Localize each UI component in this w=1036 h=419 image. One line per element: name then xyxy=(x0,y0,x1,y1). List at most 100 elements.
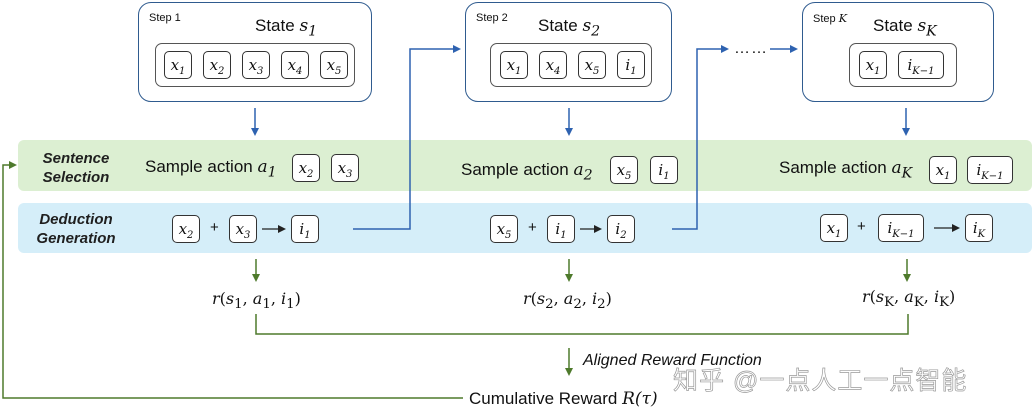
action-token: iK−1 xyxy=(967,156,1013,184)
state-var-name: s xyxy=(299,16,309,36)
token-var: i xyxy=(555,220,561,238)
token-var: i xyxy=(625,56,631,74)
token-var: x xyxy=(935,161,945,179)
token-var: x xyxy=(287,56,297,74)
token-sub: 2 xyxy=(187,230,194,241)
reward-arg-sub: 2 xyxy=(545,297,554,313)
token-var: x xyxy=(826,219,836,237)
state-title-text: State xyxy=(873,16,913,35)
cumulative-reward-math: R(τ) xyxy=(622,389,658,409)
token-var: i xyxy=(658,161,664,179)
state-token: i1 xyxy=(617,51,645,79)
plus-sign: + xyxy=(857,218,866,235)
token-var: x xyxy=(170,56,180,74)
action-var-name: a xyxy=(257,157,268,177)
step-label-text: Step xyxy=(813,13,836,25)
state-var-sub: 1 xyxy=(308,23,318,40)
ellipsis: …… xyxy=(734,40,768,57)
reward-arg: s xyxy=(225,289,235,308)
reward-step-2: r(s2, a2, i2) xyxy=(523,289,612,313)
token-sub: 5 xyxy=(505,230,512,241)
state-var: s1 xyxy=(299,16,318,40)
reward-step-k: r(sK, aK, iK) xyxy=(862,287,956,311)
token-sub: 2 xyxy=(620,230,627,241)
state-token: x4 xyxy=(539,51,567,79)
state-token: x5 xyxy=(578,51,606,79)
token-var: x xyxy=(235,220,245,238)
transition-arrow-2-to-ellipsis xyxy=(672,45,729,230)
token-var: x xyxy=(248,56,258,74)
token-var: x xyxy=(209,56,219,74)
reward-arg-sub: 1 xyxy=(262,297,271,313)
token-sub: 5 xyxy=(335,66,342,77)
reward-arg-sub: 1 xyxy=(234,297,243,313)
step-label: Step 1 xyxy=(149,12,181,24)
token-var: i xyxy=(615,220,621,238)
state-title-text: State xyxy=(255,16,295,35)
cumulative-reward-label: Cumulative Reward R(τ) xyxy=(469,389,658,409)
deduction-input-token: x3 xyxy=(229,215,257,243)
reward-arg: i xyxy=(280,289,287,308)
token-sub: 5 xyxy=(593,66,600,77)
token-var: x xyxy=(298,159,308,177)
deduction-input-token: x2 xyxy=(172,215,200,243)
token-sub: 4 xyxy=(554,66,561,77)
token-sub: 1 xyxy=(304,230,311,241)
token-var: x xyxy=(337,159,347,177)
token-var: x xyxy=(616,161,626,179)
reward-fn: r xyxy=(212,289,220,308)
reward-arg-sub: 1 xyxy=(286,297,295,313)
token-sub: K−1 xyxy=(892,229,915,240)
action-token: x2 xyxy=(292,154,320,182)
reward-arg: a xyxy=(563,289,574,308)
token-var: x xyxy=(545,56,555,74)
plus-sign: + xyxy=(528,219,537,236)
state-var-name: s xyxy=(917,16,927,36)
reward-arg-sub: K xyxy=(913,295,924,311)
reward-arg-sub: K xyxy=(884,295,895,311)
reward-fn: r xyxy=(862,287,870,306)
cumulative-reward-text: Cumulative Reward xyxy=(469,389,618,408)
token-sub: 1 xyxy=(179,66,186,77)
deduction-output-token: iK xyxy=(965,214,993,242)
token-sub: 1 xyxy=(663,171,670,182)
reward-arg-sub: 2 xyxy=(573,297,582,313)
token-sub: 1 xyxy=(515,66,522,77)
state-token-container xyxy=(155,43,355,87)
deduction-generation-label-line2: Generation xyxy=(36,230,116,247)
deduction-generation-label-line1: Deduction xyxy=(39,211,113,228)
action-var-sub: 1 xyxy=(267,164,277,181)
state-title: State s1 xyxy=(255,16,317,39)
state-token: x1 xyxy=(164,51,192,79)
token-var: i xyxy=(976,161,982,179)
state-token: x1 xyxy=(500,51,528,79)
watermark: 知乎 @一点人工一点智能 xyxy=(673,367,968,396)
state-token-container xyxy=(490,43,652,87)
token-var: x xyxy=(496,220,506,238)
state-title: State sK xyxy=(873,16,937,39)
token-sub: 5 xyxy=(625,171,632,182)
sentence-selection-label-line1: Sentence xyxy=(42,150,110,167)
sentence-selection-label: Sentence Selection xyxy=(30,149,122,187)
action-var-sub: K xyxy=(901,165,913,182)
reward-arg: s xyxy=(536,289,546,308)
token-sub: 1 xyxy=(630,66,637,77)
action-var: a1 xyxy=(257,157,277,181)
reward-arg: a xyxy=(904,287,914,306)
token-sub: 1 xyxy=(944,171,951,182)
action-var: aK xyxy=(891,158,913,182)
reward-arg: i xyxy=(591,289,598,308)
state-token: x4 xyxy=(281,51,309,79)
token-var: x xyxy=(865,56,875,74)
reward-fn: r xyxy=(523,289,531,308)
token-sub: K−1 xyxy=(912,66,935,77)
reward-step-1: r(s1, a1, i1) xyxy=(212,289,301,313)
reward-arg: i xyxy=(933,287,940,306)
token-var: i xyxy=(299,220,305,238)
state-token: x2 xyxy=(203,51,231,79)
action-var-name: a xyxy=(573,160,584,180)
action-token: x3 xyxy=(331,154,359,182)
token-var: x xyxy=(506,56,516,74)
